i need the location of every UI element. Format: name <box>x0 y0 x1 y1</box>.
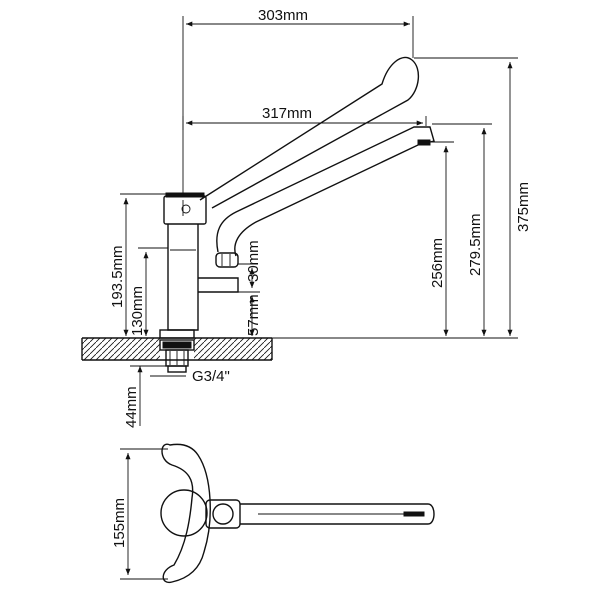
dim-body-height: 193.5mm <box>109 193 166 336</box>
dim-shank-length: 44mm <box>123 365 166 428</box>
dim-spout-reach: 317mm <box>182 105 427 130</box>
dim-handle-width: 155mm <box>111 448 168 580</box>
label-thread-size: G3/4" <box>192 368 230 385</box>
spout-joint-top-view <box>205 499 241 529</box>
label-303mm: 303mm <box>258 7 308 24</box>
lever-top-view <box>161 443 211 584</box>
label-256mm: 256mm <box>429 238 446 288</box>
label-193-5mm: 193.5mm <box>109 245 126 308</box>
label-30mm: 30mm <box>245 240 262 282</box>
dim-total-height: 375mm <box>272 57 532 339</box>
mounting-deck <box>81 337 273 361</box>
dim-spout-joint: 30mm <box>238 240 262 293</box>
label-155mm: 155mm <box>111 498 128 548</box>
side-view: 303mm 317mm 193.5mm 130mm 30mm <box>81 7 532 428</box>
label-375mm: 375mm <box>515 182 532 232</box>
dim-spout-top-height: 279.5mm <box>432 123 492 336</box>
swivel-spout <box>198 126 435 293</box>
label-279-5mm: 279.5mm <box>467 213 484 276</box>
dim-thread: G3/4" <box>150 368 230 385</box>
dim-lever-axis-height: 130mm <box>129 247 168 336</box>
dim-handle-reach: 303mm <box>182 7 414 196</box>
mounting-shank <box>159 339 195 373</box>
body-top-view <box>160 489 208 537</box>
label-57mm: 57mm <box>245 294 262 336</box>
spout-top-view <box>240 503 435 525</box>
label-317mm: 317mm <box>262 105 312 122</box>
lever-handle <box>181 56 419 214</box>
dim-spout-height: 57mm <box>240 291 262 336</box>
dim-outlet-height: 256mm <box>418 141 454 336</box>
top-view: 155mm <box>111 443 435 584</box>
faucet-body <box>159 192 207 339</box>
label-130mm: 130mm <box>129 286 146 336</box>
label-44mm: 44mm <box>123 386 140 428</box>
